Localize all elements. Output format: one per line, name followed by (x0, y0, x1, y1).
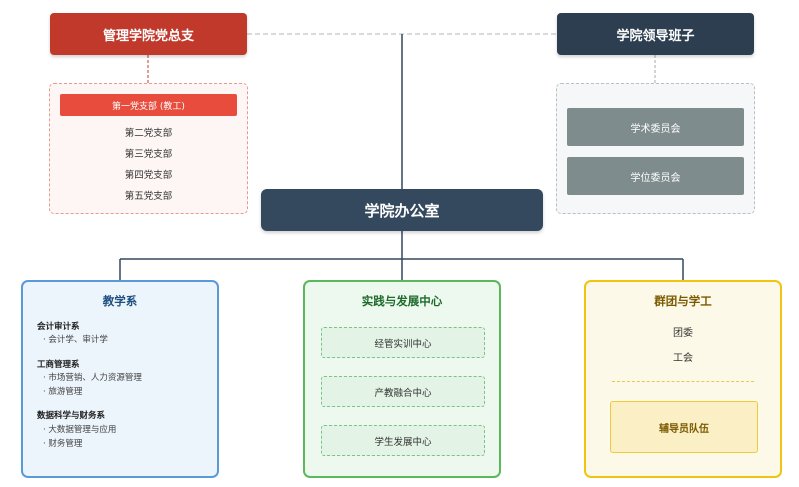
dept-group-item: · 大数据管理与应用 (43, 425, 117, 435)
dept-group-item: · 市场营销、人力资源管理 (43, 373, 142, 383)
clubs-title: 群团与学工 (654, 294, 712, 308)
leadership-header[interactable]: 学院领导班子 (557, 13, 754, 55)
practice-card: 实践与发展中心 经管实训中心 产教融合中心 学生发展中心 (303, 280, 501, 478)
departments-card: 教学系 会计审计系 · 会计学、审计学 工商管理系 · 市场营销、人力资源管理 … (21, 280, 219, 478)
practice-title: 实践与发展中心 (361, 294, 443, 308)
clubs-card: 群团与学工 团委 工会 辅导员队伍 (584, 280, 782, 478)
party-committee-header[interactable]: 管理学院党总支 (50, 13, 247, 55)
practice-center-item[interactable]: 经管实训中心 (321, 327, 485, 358)
dept-group-item: · 会计学、审计学 (43, 335, 108, 345)
departments-title: 教学系 (102, 294, 138, 308)
dept-group-item: · 旅游管理 (43, 387, 83, 397)
college-office[interactable]: 学院办公室 (261, 189, 543, 231)
dept-group-item: · 财务管理 (43, 439, 83, 449)
dept-group-title: 工商管理系 (37, 360, 80, 370)
practice-center-item[interactable]: 学生发展中心 (321, 425, 485, 456)
dept-group-title: 会计审计系 (37, 322, 80, 332)
academic-committee[interactable]: 学术委员会 (567, 108, 744, 146)
branch-second[interactable]: 第二党支部 (124, 128, 173, 139)
branch-third[interactable]: 第三党支部 (124, 149, 173, 160)
practice-center-item[interactable]: 产教融合中心 (321, 376, 485, 407)
counselor-team[interactable]: 辅导员队伍 (610, 401, 758, 453)
dept-group-title: 数据科学与财务系 (37, 411, 106, 421)
branch-fourth[interactable]: 第四党支部 (124, 170, 173, 181)
branch-fifth[interactable]: 第五党支部 (124, 191, 173, 202)
branch-first[interactable]: 第一党支部 (教工) (60, 94, 237, 116)
youth-league-item[interactable]: 团委 (673, 328, 693, 339)
clubs-divider (612, 381, 754, 382)
degree-committee[interactable]: 学位委员会 (567, 157, 744, 195)
union-item[interactable]: 工会 (673, 353, 693, 364)
